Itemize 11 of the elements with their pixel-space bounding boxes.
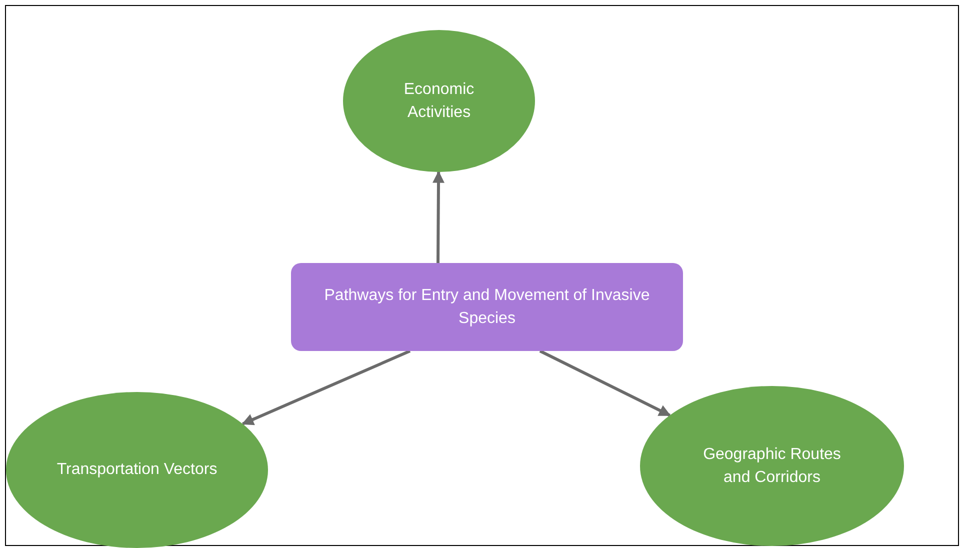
arrow bbox=[432, 170, 444, 264]
arrow bbox=[242, 350, 411, 426]
ellipse-node bbox=[640, 386, 904, 546]
node-label: Pathways for Entry and Movement of Invasive Species bbox=[323, 286, 651, 329]
node-label: Geographic Routes and Corridors bbox=[702, 444, 842, 488]
node-label: Economic Activities bbox=[402, 80, 476, 123]
ellipse-node bbox=[343, 30, 535, 172]
ellipse-node bbox=[6, 392, 268, 548]
process-box bbox=[291, 263, 683, 351]
arrow bbox=[539, 350, 671, 417]
node-label: Transportation Vectors bbox=[56, 460, 218, 480]
